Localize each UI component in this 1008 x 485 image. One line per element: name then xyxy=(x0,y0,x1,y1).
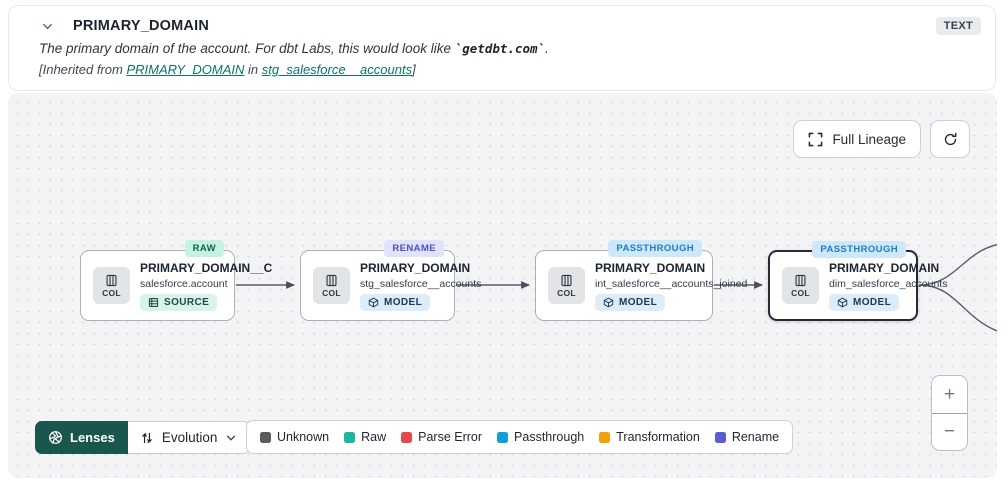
column-icon xyxy=(106,274,117,286)
column-icon xyxy=(561,274,572,286)
node-model-name: stg_salesforce__accounts xyxy=(360,277,482,290)
column-chip-label: COL xyxy=(557,287,576,298)
description-period: . xyxy=(545,41,549,56)
edge-dim-out-upper xyxy=(918,244,997,286)
resource-type-pill: MODEL xyxy=(595,293,666,311)
description-code: `getdbt.com` xyxy=(454,41,546,56)
node-model-name: dim_salesforce_accounts xyxy=(829,277,948,290)
lenses-control: Lenses Evolution xyxy=(35,421,251,454)
zoom-out-button[interactable]: − xyxy=(932,413,967,450)
source-icon xyxy=(148,297,159,307)
aperture-icon xyxy=(49,431,62,444)
column-name-title: PRIMARY_DOMAIN xyxy=(73,18,209,34)
lens-select-dropdown[interactable]: Evolution xyxy=(127,421,251,454)
expand-icon xyxy=(809,132,823,146)
column-title-row: PRIMARY_DOMAIN TEXT xyxy=(39,17,981,35)
legend-swatch-raw xyxy=(344,431,356,443)
legend-swatch-rename xyxy=(714,431,726,443)
legend-swatch-passthrough xyxy=(497,431,509,443)
inherited-middle: in xyxy=(244,62,262,77)
refresh-icon xyxy=(944,132,956,145)
column-chip: COL xyxy=(782,267,819,304)
legend-item-passthrough: Passthrough xyxy=(497,430,584,444)
legend-item-transformation: Transformation xyxy=(599,430,700,444)
node-content: PRIMARY_DOMAIN__C salesforce.account SOU… xyxy=(140,260,273,311)
evolution-badge-passthrough: PASSTHROUGH xyxy=(608,240,702,257)
resource-type-pill: SOURCE xyxy=(140,293,218,311)
evolution-badge-passthrough: PASSTHROUGH xyxy=(812,241,906,258)
node-column-name: PRIMARY_DOMAIN__C xyxy=(140,260,273,275)
column-icon xyxy=(326,274,337,286)
resource-type-pill: MODEL xyxy=(829,293,900,311)
resource-type-label: MODEL xyxy=(619,296,658,308)
node-column-name: PRIMARY_DOMAIN xyxy=(595,260,706,275)
selected-lens-label: Evolution xyxy=(161,430,218,445)
legend-item-parse-error: Parse Error xyxy=(401,430,482,444)
description-text: The primary domain of the account. For d… xyxy=(39,41,455,56)
legend-label: Transformation xyxy=(616,430,700,444)
column-chip: COL xyxy=(93,267,130,304)
column-details-card: PRIMARY_DOMAIN TEXT The primary domain o… xyxy=(8,5,996,91)
column-chip-label: COL xyxy=(102,287,121,298)
inherited-from-line: [Inherited from PRIMARY_DOMAIN in stg_sa… xyxy=(39,62,981,77)
node-content: PRIMARY_DOMAIN stg_salesforce__accounts … xyxy=(360,260,482,311)
full-lineage-button[interactable]: Full Lineage xyxy=(793,120,921,158)
lineage-node-source[interactable]: RAW COL PRIMARY_DOMAIN__C salesforce.acc… xyxy=(80,240,273,321)
refresh-button[interactable] xyxy=(930,120,970,158)
node-model-name: int_salesforce__accounts_joined xyxy=(595,277,748,290)
column-chip-label: COL xyxy=(322,287,341,298)
full-lineage-label: Full Lineage xyxy=(832,131,906,147)
edge-dim-out-lower xyxy=(918,284,997,332)
inherited-column-link[interactable]: PRIMARY_DOMAIN xyxy=(126,62,245,77)
node-content: PRIMARY_DOMAIN dim_salesforce_accounts M… xyxy=(829,260,948,311)
model-icon xyxy=(368,297,379,307)
chevron-down-icon xyxy=(227,435,236,440)
column-chip: COL xyxy=(313,267,350,304)
evolution-icon xyxy=(142,432,152,443)
column-chip-label: COL xyxy=(791,287,810,298)
lenses-button-label: Lenses xyxy=(70,430,115,445)
column-icon xyxy=(795,274,806,286)
legend-label: Unknown xyxy=(277,430,330,444)
collapse-chevron-icon[interactable] xyxy=(39,18,56,35)
resource-type-label: MODEL xyxy=(853,296,892,308)
legend-label: Raw xyxy=(361,430,387,444)
model-icon xyxy=(837,297,848,307)
lineage-node-dim-selected[interactable]: PASSTHROUGH COL PRIMARY_DOMAIN dim_sales… xyxy=(768,241,948,321)
resource-type-label: SOURCE xyxy=(164,296,210,308)
legend-label: Rename xyxy=(731,430,780,444)
inherited-suffix: ] xyxy=(412,62,416,77)
evolution-badge-raw: RAW xyxy=(184,240,224,257)
legend-label: Passthrough xyxy=(514,430,585,444)
node-content: PRIMARY_DOMAIN int_salesforce__accounts_… xyxy=(595,260,748,311)
legend-swatch-transformation xyxy=(599,431,611,443)
model-icon xyxy=(603,297,614,307)
resource-type-label: MODEL xyxy=(384,296,423,308)
lineage-canvas[interactable]: Full Lineage RAW COL PRIMARY_DOMAIN__C s… xyxy=(8,93,997,478)
node-column-name: PRIMARY_DOMAIN xyxy=(829,260,940,275)
zoom-in-button[interactable]: + xyxy=(932,376,967,413)
inherited-model-link[interactable]: stg_salesforce__accounts xyxy=(261,62,413,77)
lenses-button[interactable]: Lenses xyxy=(35,421,128,454)
evolution-legend: Unknown Raw Parse Error Passthrough Tran… xyxy=(246,420,794,454)
legend-swatch-unknown xyxy=(260,431,271,443)
column-description: The primary domain of the account. For d… xyxy=(39,41,981,56)
resource-type-pill: MODEL xyxy=(360,293,431,311)
legend-item-unknown: Unknown xyxy=(260,430,329,444)
lineage-edges xyxy=(236,244,997,332)
legend-item-raw: Raw xyxy=(344,430,386,444)
inherited-prefix: [Inherited from xyxy=(39,62,127,77)
evolution-badge-rename: RENAME xyxy=(384,240,444,257)
lineage-node-int[interactable]: PASSTHROUGH COL PRIMARY_DOMAIN int_sales… xyxy=(535,240,748,321)
node-column-name: PRIMARY_DOMAIN xyxy=(360,260,471,275)
lineage-node-stg[interactable]: RENAME COL PRIMARY_DOMAIN stg_salesforce… xyxy=(300,240,482,321)
legend-item-rename: Rename xyxy=(714,430,780,444)
legend-label: Parse Error xyxy=(418,430,483,444)
legend-swatch-parse-error xyxy=(401,431,413,443)
column-type-badge: TEXT xyxy=(935,17,981,35)
node-model-name: salesforce.account xyxy=(140,277,228,290)
column-chip: COL xyxy=(548,267,585,304)
zoom-controls: + − xyxy=(931,375,968,451)
